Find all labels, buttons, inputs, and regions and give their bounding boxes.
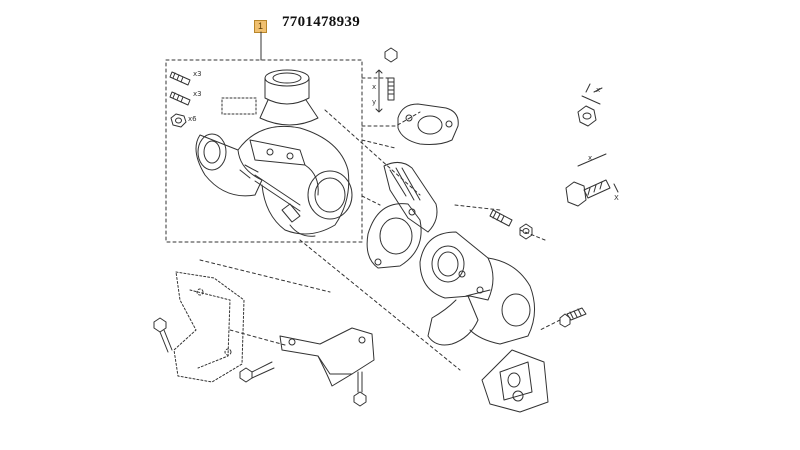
bracket-middle-drawing xyxy=(279,327,375,387)
top-stud-icon xyxy=(375,47,398,113)
turbocharger-drawing xyxy=(195,69,353,237)
dim-stud-bottom: y xyxy=(372,98,376,106)
dim-stud-top: x xyxy=(372,83,376,91)
stud-middle-icon xyxy=(489,209,533,240)
bracket-left-drawing xyxy=(173,271,245,383)
qty-stud-a: x3 xyxy=(193,70,202,78)
bracket-right-drawing xyxy=(481,349,549,413)
heat-shield-drawing xyxy=(383,162,438,233)
nut-right-icon xyxy=(577,83,603,127)
assembly-box xyxy=(165,59,363,243)
bolt-lower-bottom-icon xyxy=(353,371,367,407)
label-placeholder xyxy=(221,97,257,115)
bolt-right-icon xyxy=(559,307,587,328)
gasket-middle-drawing xyxy=(366,203,422,269)
bolt-large-icon xyxy=(565,153,619,207)
part-number-label[interactable]: 7701478939 xyxy=(282,14,360,30)
stud-b-icon xyxy=(169,91,191,106)
stud-a-icon xyxy=(169,71,191,86)
bolt-lower-middle-icon xyxy=(239,361,275,383)
nut-icon xyxy=(170,113,187,128)
exhaust-manifold-drawing xyxy=(419,231,535,346)
bolt-lower-left-icon xyxy=(153,317,173,353)
gasket-top-drawing xyxy=(397,103,459,145)
qty-nut: x6 xyxy=(188,115,197,123)
dim-bolt-right-top: x xyxy=(588,154,592,162)
qty-stud-b: x3 xyxy=(193,90,202,98)
dim-bolt-right-bottom: X xyxy=(614,194,619,202)
dim-nut-right: x xyxy=(596,86,600,94)
